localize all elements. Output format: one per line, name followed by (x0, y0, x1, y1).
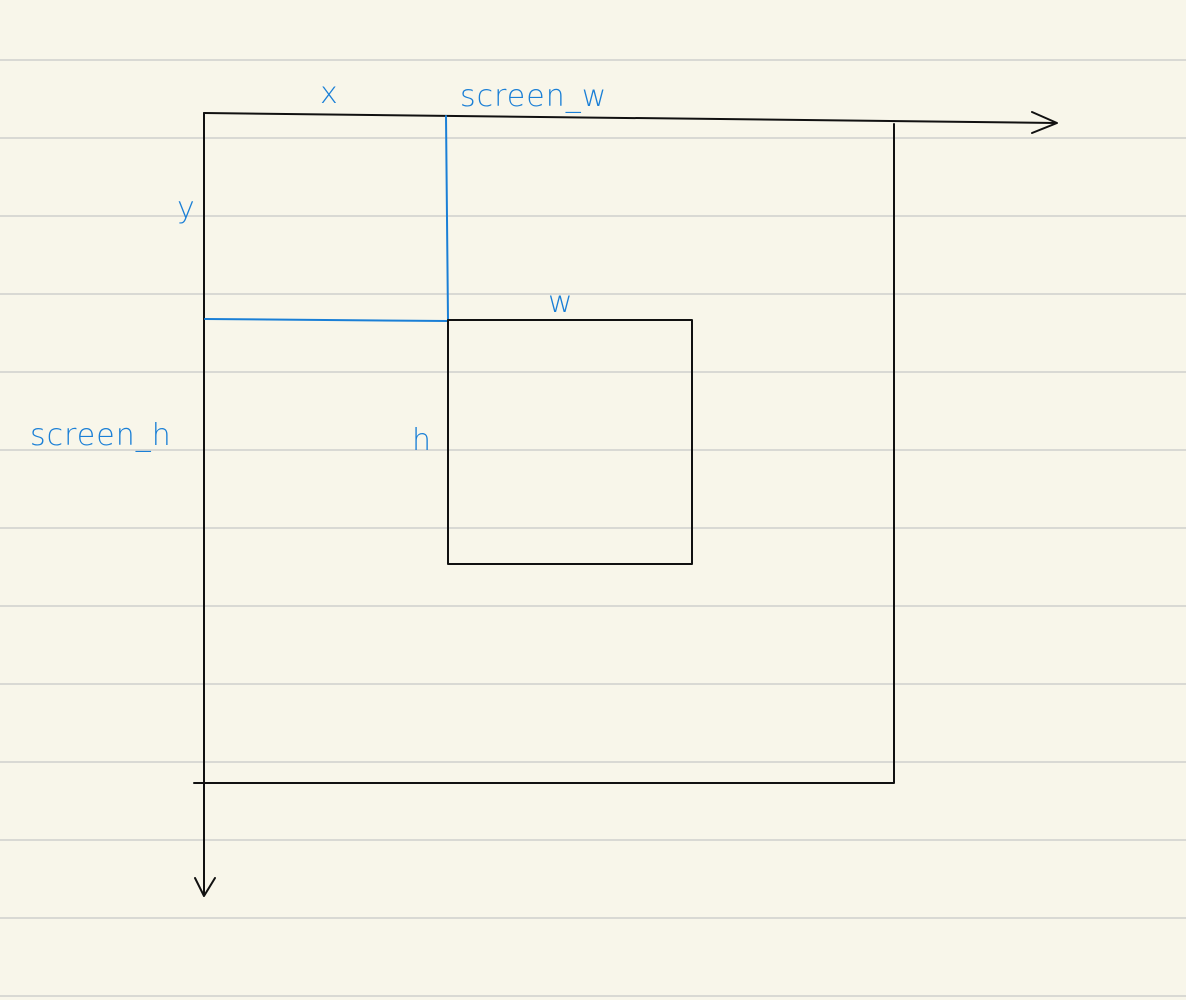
screen-frame (193, 123, 895, 784)
label-w: w (548, 285, 574, 320)
label-h: h (412, 423, 432, 458)
label-x: x (320, 76, 339, 111)
y-offset-guide (204, 318, 449, 322)
x-offset-guide (445, 115, 449, 321)
x-axis-arrow (203, 111, 1058, 134)
window-rect (447, 319, 693, 565)
y-axis-arrow (194, 112, 216, 897)
label-screen-h: screen_h (30, 418, 172, 453)
notebook-ruled-lines (0, 59, 1186, 997)
label-y: y (177, 191, 196, 226)
label-screen-w: screen_w (460, 79, 607, 114)
